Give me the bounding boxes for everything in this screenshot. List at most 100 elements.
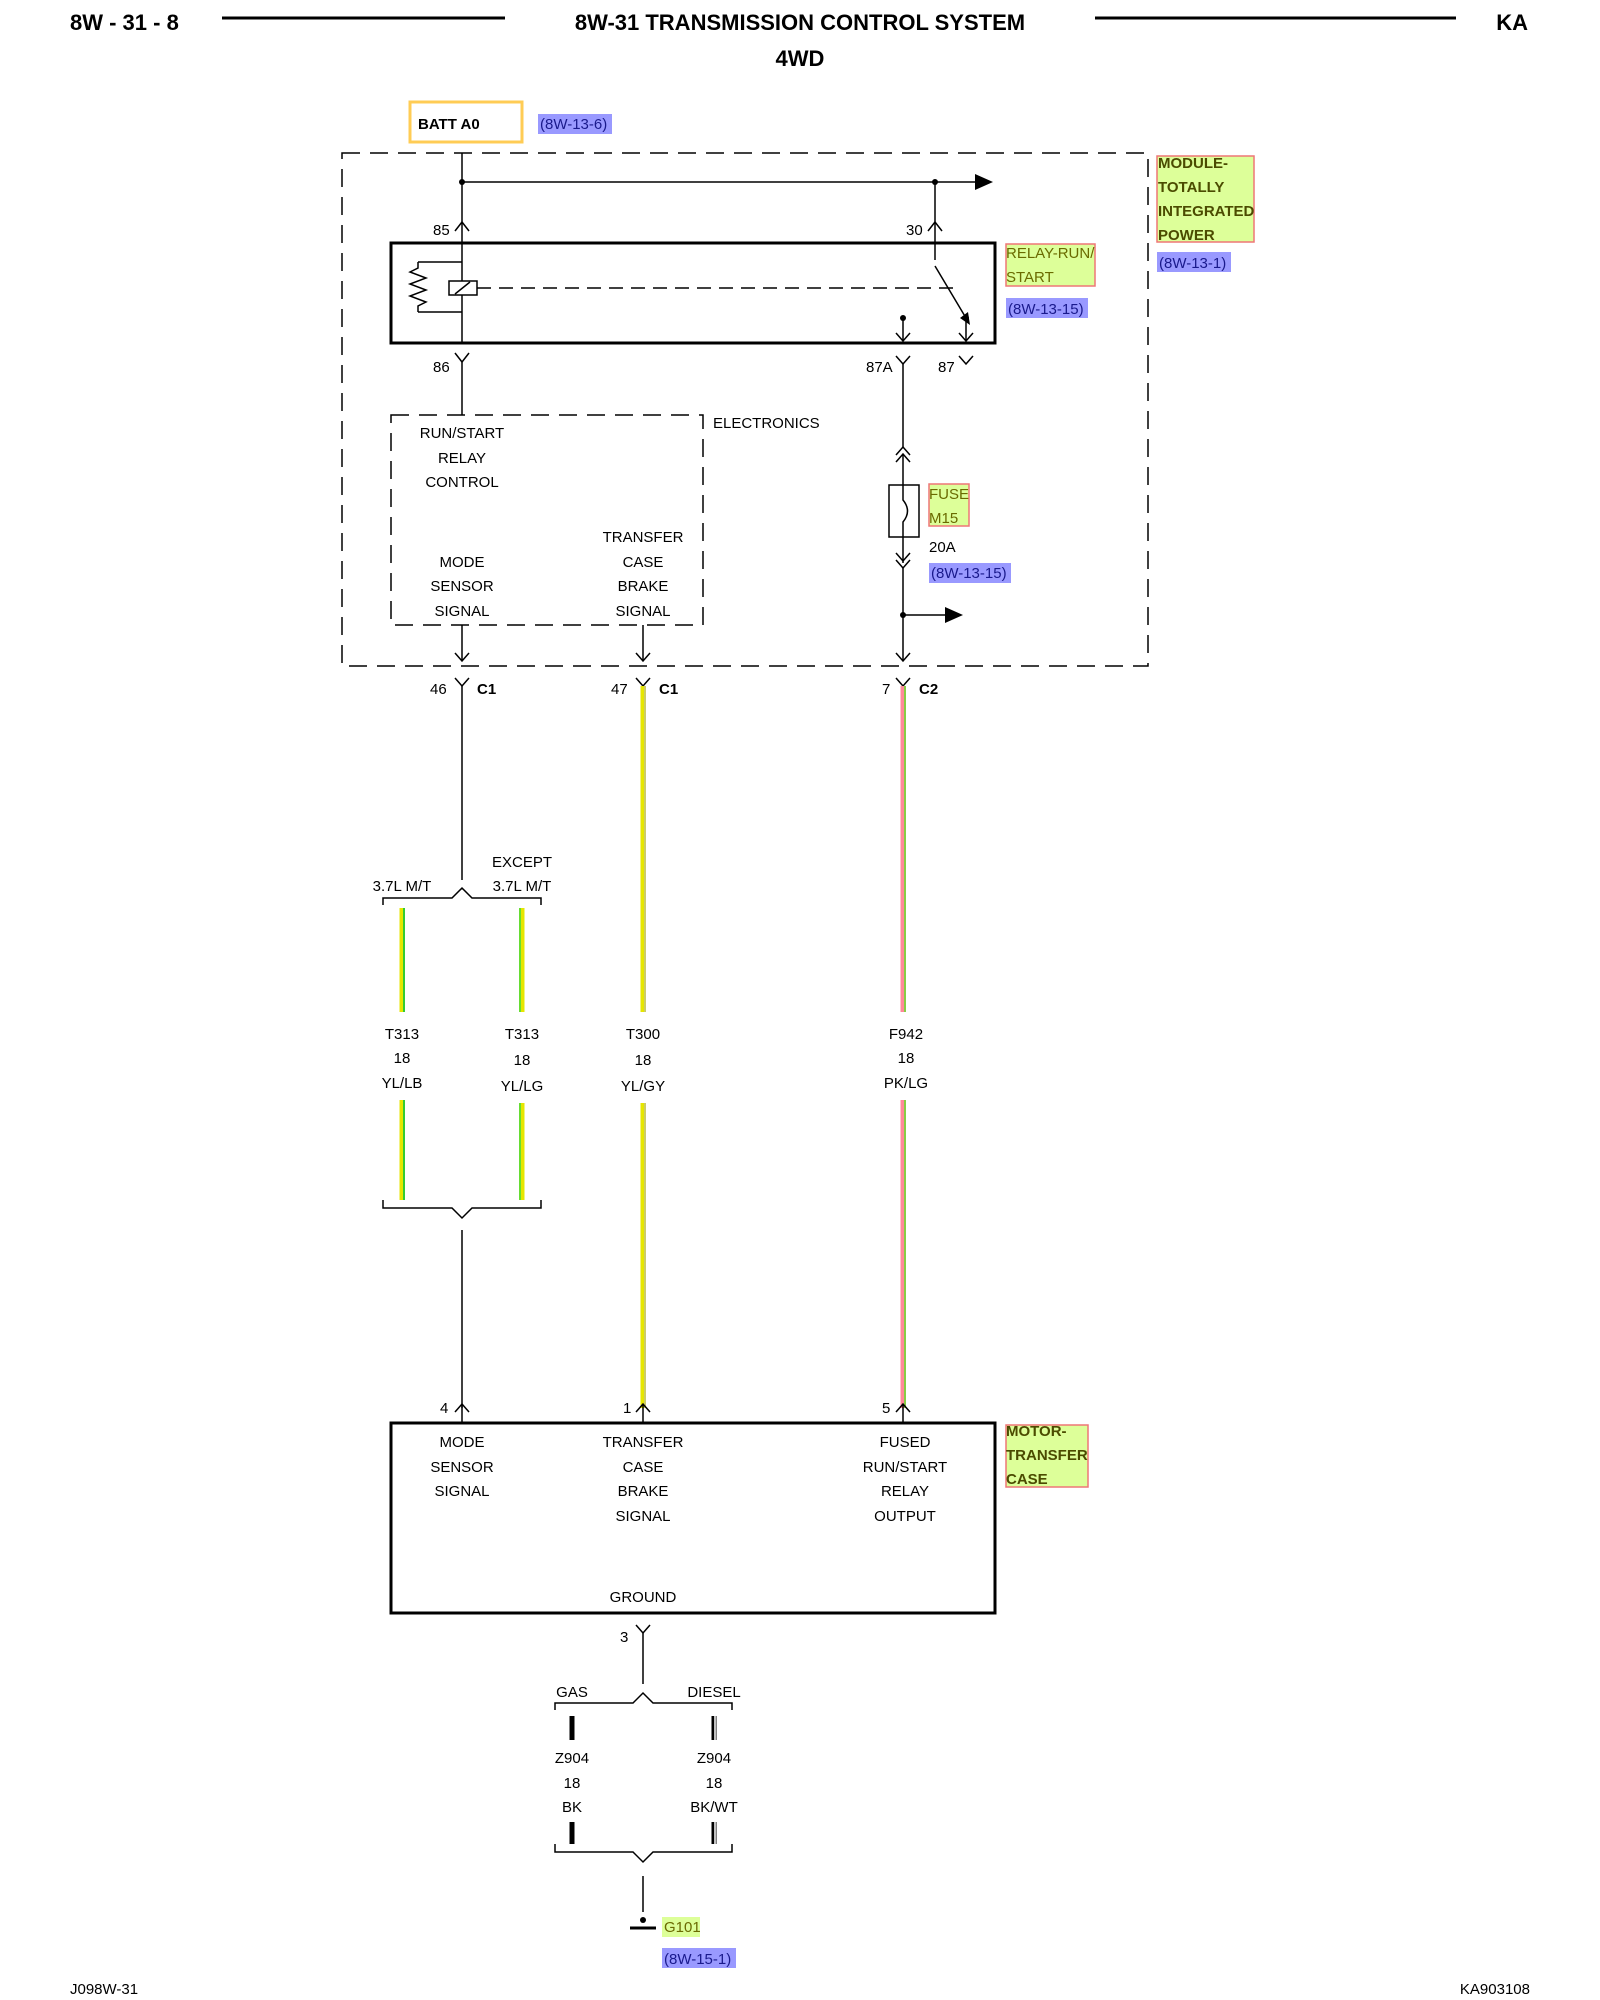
wire-t313-a-gauge: 18 [394,1050,411,1067]
wire-f942-circuit: F942 [889,1026,923,1043]
switch-arm [934,265,967,319]
wire-t313-b-color: YL/LG [501,1078,544,1095]
relay-ref-text: (8W-13-15) [1008,301,1084,318]
ground-label[interactable]: G101 [662,1917,701,1937]
motor-fused-line-2: RUN/START [863,1459,947,1476]
coil-slash [454,281,471,295]
connector-47-pin: 47 [611,681,628,698]
fuse-signal-arrow [895,652,911,663]
motor-pin-4: 4 [440,1400,448,1417]
module-name-line-3: INTEGRATED [1158,203,1255,220]
connector-7-name: C2 [919,681,938,698]
module-name-line-4: POWER [1158,227,1215,244]
pin-86-chevron [454,352,470,364]
connector-7-chevron [895,677,911,688]
elec-transfer-line-2: CASE [623,554,664,571]
connector-47-name: C1 [659,681,678,698]
battery-box [408,100,524,144]
page-subtitle: 4WD [776,46,825,71]
motor-mode-line-2: SENSOR [430,1459,494,1476]
module-ref-text: (8W-13-1) [1159,255,1226,272]
ground-split-lower-brace [554,1844,733,1864]
relay-name-line-1: RELAY-RUN/ [1006,245,1095,262]
wire-f942-color: PK/LG [884,1075,928,1092]
relay-pin-87A: 87A [866,359,893,376]
motor-pin-5: 5 [882,1400,890,1417]
module-label[interactable]: MODULE- TOTALLY INTEGRATED POWER [1156,155,1255,244]
ground-ref-text: (8W-15-1) [664,1951,731,1968]
run-start-line-2: RELAY [438,450,486,467]
elec-mode-line-2: SENSOR [430,578,494,595]
relay-pin-86: 86 [433,359,450,376]
elec-transfer-line-4: SIGNAL [615,603,670,620]
wire-z904-bk-color: BK [562,1799,582,1816]
run-start-line-1: RUN/START [420,425,504,442]
wire-t313-a-color: YL/LB [382,1075,423,1092]
fuse-rating: 20A [929,539,956,556]
wire-t313-b-circuit: T313 [505,1026,539,1043]
battery-ref-link[interactable]: (8W-13-6) [538,114,612,134]
module-name-line-1: MODULE- [1158,155,1228,172]
motor-label[interactable]: MOTOR- TRANSFER CASE [1005,1423,1089,1488]
ground-ref-link[interactable]: (8W-15-1) [662,1948,736,1968]
relay-label[interactable]: RELAY-RUN/ START [1005,243,1096,287]
page-title: 8W-31 TRANSMISSION CONTROL SYSTEM [575,10,1025,35]
fuse-name-line-1: FUSE [929,486,969,503]
relay-ref-link[interactable]: (8W-13-15) [1006,298,1088,318]
electronics-box [390,414,704,626]
ground-gas-label: GAS [556,1684,588,1701]
fuse-ref-link[interactable]: (8W-13-15) [929,563,1011,583]
wire-t300-gauge: 18 [635,1052,652,1069]
wire-z904-bkwt-circuit: Z904 [697,1750,731,1767]
bus-junction-left [459,179,465,185]
battery-label: BATT A0 [418,116,480,133]
contact-87A-arrow [895,332,911,343]
wire-z904-bkwt-gauge: 18 [706,1775,723,1792]
connector-46-name: C1 [477,681,496,698]
pin-87-chevron [958,355,974,366]
ground-split-upper-brace [554,1691,733,1710]
electronics-label: ELECTRONICS [713,415,820,432]
run-start-line-3: CONTROL [425,474,498,491]
connector-7-pin: 7 [882,681,890,698]
battery-ref-text: (8W-13-6) [540,116,607,133]
motor-transfer-line-2: CASE [623,1459,664,1476]
split-right-option-1: EXCEPT [492,854,552,871]
ground-pin-3-chevron [635,1624,651,1635]
motor-mode-line-1: MODE [440,1434,485,1451]
connector-46-chevron [454,677,470,688]
ground-pin-3: 3 [620,1629,628,1646]
motor-name-line-1: MOTOR- [1006,1423,1067,1440]
relay-name-line-2: START [1006,269,1054,286]
elec-mode-line-3: SIGNAL [434,603,489,620]
motor-fused-line-1: FUSED [880,1434,931,1451]
fuse-output-arrow [945,607,963,623]
elec-transfer-line-3: BRAKE [618,578,669,595]
relay-pin-30: 30 [906,222,923,239]
motor-fused-line-4: OUTPUT [874,1508,936,1525]
wire-t313-a-circuit: T313 [385,1026,419,1043]
wire-z904-bkwt-color: BK/WT [690,1799,738,1816]
fuse-ref-text: (8W-13-15) [931,565,1007,582]
coil-resistor-zigzag [407,262,429,312]
fuse-element [902,485,909,537]
motor-ground-label: GROUND [610,1589,677,1606]
fuse-label[interactable]: FUSE M15 [928,483,970,527]
motor-mode-line-3: SIGNAL [434,1483,489,1500]
connector-46-pin: 46 [430,681,447,698]
module-ref-link[interactable]: (8W-13-1) [1157,252,1231,272]
motor-name-line-3: CASE [1006,1471,1048,1488]
fuse-name-line-2: M15 [929,510,958,527]
ground-name: G101 [664,1919,701,1936]
connector-47-chevron [635,677,651,688]
wire-t300-color: YL/GY [621,1078,665,1095]
bus-arrow [975,174,993,190]
relay-pin-87: 87 [938,359,955,376]
relay-pin-85: 85 [433,222,450,239]
ground-diesel-label: DIESEL [687,1684,740,1701]
motor-name-line-2: TRANSFER [1006,1447,1088,1464]
wire-z904-bk-circuit: Z904 [555,1750,589,1767]
motor-pin-1: 1 [623,1400,631,1417]
wire-t300-circuit: T300 [626,1026,660,1043]
